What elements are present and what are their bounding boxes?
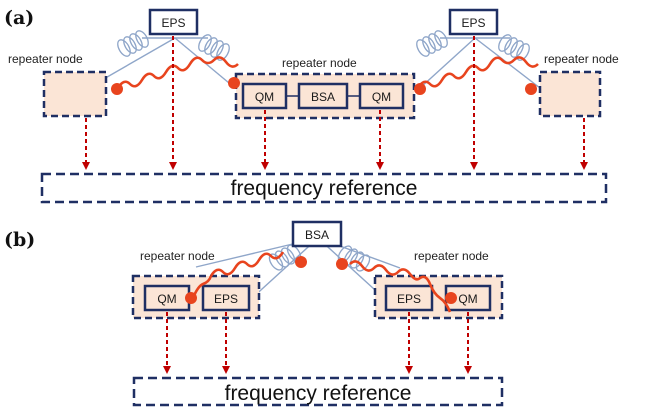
photon-wave-b-right — [349, 260, 452, 313]
eps-box-a-right: EPS — [448, 8, 499, 36]
photon-source-b-1 — [185, 292, 197, 304]
bsa-box-a: BSA — [297, 82, 349, 110]
qm-a-left-label: QM — [255, 90, 274, 104]
eps-a-right-label: EPS — [461, 16, 485, 30]
repeater-node-a-middle: QM BSA QM — [234, 72, 416, 120]
fiber-coil-a-right-2 — [498, 34, 530, 61]
bsa-b-label: BSA — [305, 228, 329, 242]
fiber-coil-a-left-1 — [117, 30, 149, 57]
photon-source-b-3 — [336, 258, 348, 270]
frequency-reference-b-label: frequency reference — [225, 382, 412, 405]
eps-b-left-label: EPS — [214, 292, 238, 306]
photon-wave-b-left-inner — [191, 275, 213, 299]
repeater-node-a-right — [538, 70, 602, 118]
photon-source-a-1 — [111, 83, 123, 95]
bsa-a-label: BSA — [311, 90, 335, 104]
frequency-reference-a-label: frequency reference — [231, 177, 418, 200]
photon-source-a-3 — [414, 83, 426, 95]
photon-source-a-4 — [525, 83, 537, 95]
eps-box-a-left: EPS — [148, 8, 199, 36]
photon-source-b-2 — [295, 256, 307, 268]
eps-b-right-label: EPS — [397, 292, 421, 306]
repeater-node-b-left-label: repeater node — [140, 249, 215, 263]
qm-a-right-label: QM — [372, 90, 391, 104]
photon-wave-a-left — [116, 56, 239, 89]
reference-arrows-a — [82, 36, 588, 170]
qm-box-b-right: QM — [444, 284, 492, 312]
bsa-box-b: BSA — [291, 220, 343, 248]
repeater-node-a-left — [42, 70, 108, 118]
frequency-reference-b: frequency reference — [132, 376, 504, 407]
qm-b-right-label: QM — [458, 292, 477, 306]
reference-arrows-b — [163, 312, 472, 374]
photon-wave-a-right — [416, 56, 539, 89]
photon-source-b-4 — [445, 292, 457, 304]
panel-a: (a) — [4, 7, 619, 204]
qm-box-a-right: QM — [358, 82, 405, 110]
eps-box-b-left: EPS — [201, 284, 251, 312]
fiber-coil-a-left-2 — [198, 34, 230, 61]
repeater-node-b-right-label: repeater node — [414, 249, 489, 263]
repeater-node-b-right: EPS QM — [373, 274, 504, 320]
repeater-node-a-middle-label: repeater node — [282, 56, 357, 70]
eps-box-b-right: EPS — [384, 284, 434, 312]
qm-box-a-left: QM — [241, 82, 288, 110]
panel-b: (b) BSA repeater node repeater node — [4, 220, 504, 407]
fiber-coil-a-right-1 — [416, 30, 448, 57]
panel-b-label: (b) — [4, 229, 35, 251]
panel-a-label: (a) — [4, 7, 34, 29]
qm-b-left-label: QM — [157, 292, 176, 306]
frequency-reference-a: frequency reference — [40, 172, 608, 204]
repeater-node-a-right-label: repeater node — [544, 52, 619, 66]
qm-box-b-left: QM — [143, 284, 191, 312]
repeater-node-a-left-label: repeater node — [8, 52, 83, 66]
photon-wave-b-left — [209, 251, 285, 277]
eps-a-left-label: EPS — [161, 16, 185, 30]
photon-source-a-2 — [228, 77, 240, 89]
